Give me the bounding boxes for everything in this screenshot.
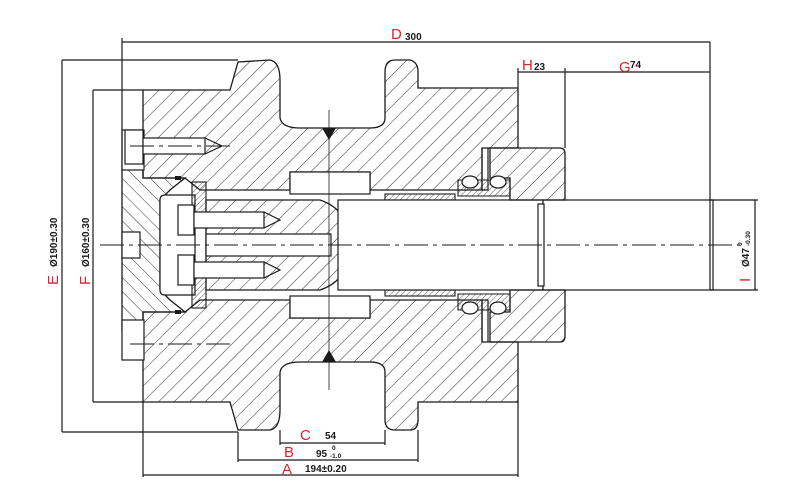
seal-ring-bottom (457, 293, 511, 315)
dim-value-B: 95 (316, 449, 328, 460)
bushing-pocket-bottom (289, 295, 371, 319)
dim-label-E: E (45, 275, 62, 285)
dim-label-D: D (391, 26, 402, 43)
cap-bolt-top (124, 129, 235, 165)
dim-value-G: 74 (630, 60, 642, 71)
dim-value-H: 23 (534, 62, 546, 73)
o-ring-bottom (175, 310, 181, 314)
dim-label-A: A (282, 461, 292, 478)
sleeve-bottom (384, 289, 456, 297)
roller-body (142, 59, 519, 191)
center-marker-top (322, 128, 336, 140)
dim-tol-upper-B: 0 (332, 445, 336, 452)
shaft-bolt-bottom (177, 254, 282, 286)
cap-plate-bottom (121, 319, 145, 361)
dim-value-A: 194±0.20 (305, 464, 347, 475)
dim-tol-upper-I: 0 (737, 242, 744, 246)
dim-label-C: C (300, 427, 311, 444)
o-ring-top (175, 176, 181, 180)
roller-body-lower (142, 299, 519, 431)
dim-value-E: Ø190±0.30 (49, 217, 60, 267)
dim-value-D: 300 (405, 32, 422, 43)
dim-label-F: F (77, 276, 94, 285)
collar-bottom (489, 289, 566, 343)
dim-value-C: 54 (325, 431, 337, 442)
center-marker-bottom (322, 350, 336, 362)
dim-tol-lower-B: -1.0 (330, 453, 342, 460)
dim-value-I: Ø47 (741, 248, 752, 267)
dim-value-F: Ø160±0.30 (81, 217, 92, 267)
bushing-pocket-top (289, 171, 371, 195)
dim-label-I: I (737, 278, 754, 282)
seal-ring-top (457, 175, 511, 197)
dim-label-G: G (619, 59, 631, 76)
dim-label-H: H (522, 57, 533, 74)
sleeve-top (384, 193, 456, 201)
shaft-bolt-top (177, 204, 282, 236)
dim-tol-lower-I: -0.30 (745, 231, 752, 246)
dim-label-B: B (284, 444, 294, 461)
